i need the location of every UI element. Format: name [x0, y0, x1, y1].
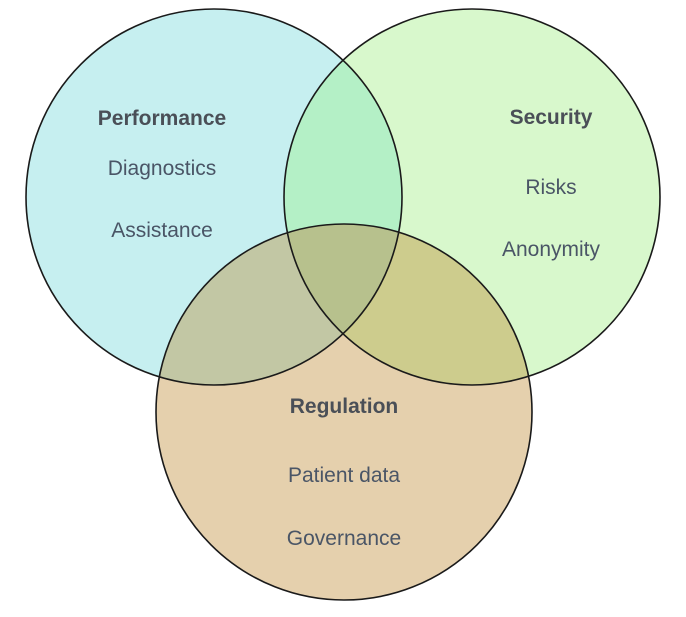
performance-item-assistance: Assistance: [111, 219, 213, 242]
performance-title: Performance: [98, 107, 226, 130]
security-item-anonymity: Anonymity: [502, 238, 601, 261]
regulation-outline: [155, 223, 533, 601]
performance-item-diagnostics: Diagnostics: [108, 157, 217, 180]
security-outline: [283, 8, 661, 386]
regulation-item-governance: Governance: [287, 527, 401, 550]
security-regulation-overlap: [284, 224, 532, 385]
security-title: Security: [510, 106, 593, 129]
security-item-risks: Risks: [525, 176, 576, 199]
performance-regulation-overlap: [156, 224, 402, 385]
performance-outline: [25, 8, 403, 386]
regulation-item-patient-data: Patient data: [288, 464, 400, 487]
regulation-title: Regulation: [290, 395, 399, 418]
